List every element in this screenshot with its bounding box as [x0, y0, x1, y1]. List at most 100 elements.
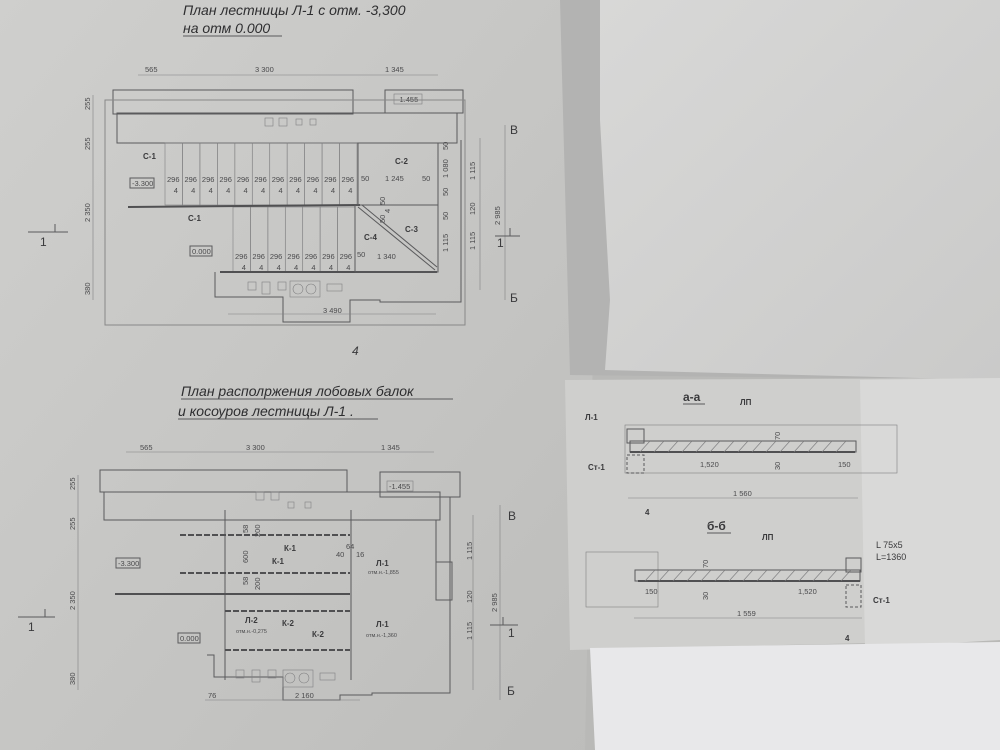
- label-l2: Л-2: [245, 616, 258, 625]
- section-aa-title: а-а: [683, 390, 701, 404]
- inner-dim: 58: [241, 577, 250, 585]
- label-l1-upper: Л-1: [376, 559, 389, 568]
- tread-gap-label: 4: [261, 186, 265, 195]
- axis-v: В: [508, 509, 516, 523]
- hatch-line: [714, 569, 726, 582]
- tread-width-label: 296: [237, 175, 250, 184]
- label-c1-lower: С-1: [188, 214, 201, 223]
- hatch-line: [658, 569, 670, 582]
- small-dim: 1 115: [441, 234, 450, 252]
- hatch-line: [798, 569, 810, 582]
- left-dim: 255: [83, 97, 92, 110]
- hatch-line: [672, 569, 684, 582]
- hatch-line: [700, 569, 712, 582]
- axis-b: Б: [510, 291, 518, 305]
- section-mark-right: 1: [508, 626, 515, 640]
- dim-1345: 1 345: [381, 443, 400, 452]
- axis-b: Б: [507, 684, 515, 698]
- bb-dim-150: 150: [645, 587, 658, 596]
- tread-gap-label: 4: [329, 263, 333, 272]
- landing-lower-dim-1340: 1 340: [377, 252, 396, 261]
- label-k1-a: К-1: [284, 544, 297, 553]
- hatch-line: [807, 440, 819, 453]
- elev-l2: отм.н.-0,275: [236, 629, 267, 635]
- tread-width-label: 296: [322, 252, 335, 261]
- plan2-level-top: -1.455: [389, 482, 410, 491]
- tread-width-label: 296: [324, 175, 337, 184]
- hatch-line: [728, 569, 740, 582]
- aa-beam-label: Л-1: [585, 413, 598, 422]
- left-dim: 380: [68, 672, 77, 685]
- landing-dim-50b: 50: [422, 174, 430, 183]
- tread-width-label: 296: [184, 175, 197, 184]
- hatch-line: [709, 440, 721, 453]
- hatch-line: [737, 440, 749, 453]
- tread-width-label: 296: [254, 175, 267, 184]
- tread-gap-label: 4: [242, 263, 246, 272]
- left-dim: 2 350: [83, 203, 92, 222]
- sections-sheet-fold: [860, 378, 1000, 648]
- label-k1-b: К-1: [272, 557, 285, 566]
- tread-gap-label: 4: [346, 263, 350, 272]
- small-dim: 50: [378, 215, 387, 223]
- hatch-line: [765, 440, 777, 453]
- folded-sheet: [600, 0, 1000, 380]
- bb-dim-30: 30: [701, 592, 710, 600]
- left-dim: 255: [83, 137, 92, 150]
- aa-column-label: Ст-1: [588, 463, 605, 472]
- inner-dim: 16: [356, 550, 364, 559]
- tread-width-label: 296: [270, 252, 283, 261]
- tread-width-label: 296: [289, 175, 302, 184]
- tread-width-label: 296: [219, 175, 232, 184]
- dim-565: 565: [145, 65, 158, 74]
- bb-slab-label: ЛП: [762, 533, 774, 542]
- dim-3300: 3 300: [255, 65, 274, 74]
- hatch-line: [784, 569, 796, 582]
- left-dim: 2 350: [68, 591, 77, 610]
- plan2-subtitle: и косоуров лестницы Л-1 .: [178, 403, 354, 419]
- aa-overall: 1 560: [733, 489, 752, 498]
- label-c1-upper: С-1: [143, 152, 156, 161]
- section-mark-left: 1: [40, 235, 47, 249]
- tread-gap-label: 4: [311, 263, 315, 272]
- tread-width-label: 296: [340, 252, 353, 261]
- bottom-dim-2160: 2 160: [295, 691, 314, 700]
- hatch-line: [826, 569, 838, 582]
- label-l1-lower: Л-1: [376, 620, 389, 629]
- label-k2-a: К-2: [282, 619, 295, 628]
- tread-gap-label: 4: [348, 186, 352, 195]
- tread-width-label: 296: [342, 175, 355, 184]
- inner-dim: 40: [336, 550, 344, 559]
- aa-sheet-ref: 4: [645, 508, 650, 517]
- bb-overall: 1 559: [737, 609, 756, 618]
- landing-dim-1245: 1 245: [385, 174, 404, 183]
- hatch-line: [742, 569, 754, 582]
- hatch-line: [653, 440, 665, 453]
- left-dim: 255: [68, 517, 77, 530]
- tread-gap-label: 4: [296, 186, 300, 195]
- plan1-title: План лестницы Л-1 с отм. -3,300: [183, 2, 406, 18]
- hatch-line: [695, 440, 707, 453]
- hatch-line: [770, 569, 782, 582]
- tread-gap-label: 4: [294, 263, 298, 272]
- plan-1: План лестницы Л-1 с отм. -3,300 на отм 0…: [28, 2, 520, 358]
- hatch-line: [639, 440, 651, 453]
- inner-dim: 600: [241, 550, 250, 563]
- section-aa: а-а ЛП Л-1 Ст-1 70 30 1,520 150 1 560 4: [585, 390, 898, 517]
- label-c3: С-3: [405, 225, 418, 234]
- sheet-ref: 4: [352, 344, 359, 358]
- inner-dim: 64: [346, 542, 354, 551]
- landing-dim-50a: 50: [361, 174, 369, 183]
- hatch-line: [723, 440, 735, 453]
- right-dim: 120: [468, 202, 477, 215]
- tread-gap-label: 4: [244, 186, 248, 195]
- tread-width-label: 296: [235, 252, 248, 261]
- small-dim: 50: [441, 188, 450, 196]
- right-dim: 1 115: [468, 232, 477, 250]
- label-c2: С-2: [395, 157, 408, 166]
- dim-565: 565: [140, 443, 153, 452]
- aa-slab-label: ЛП: [740, 398, 752, 407]
- aa-dim-150: 150: [838, 460, 851, 469]
